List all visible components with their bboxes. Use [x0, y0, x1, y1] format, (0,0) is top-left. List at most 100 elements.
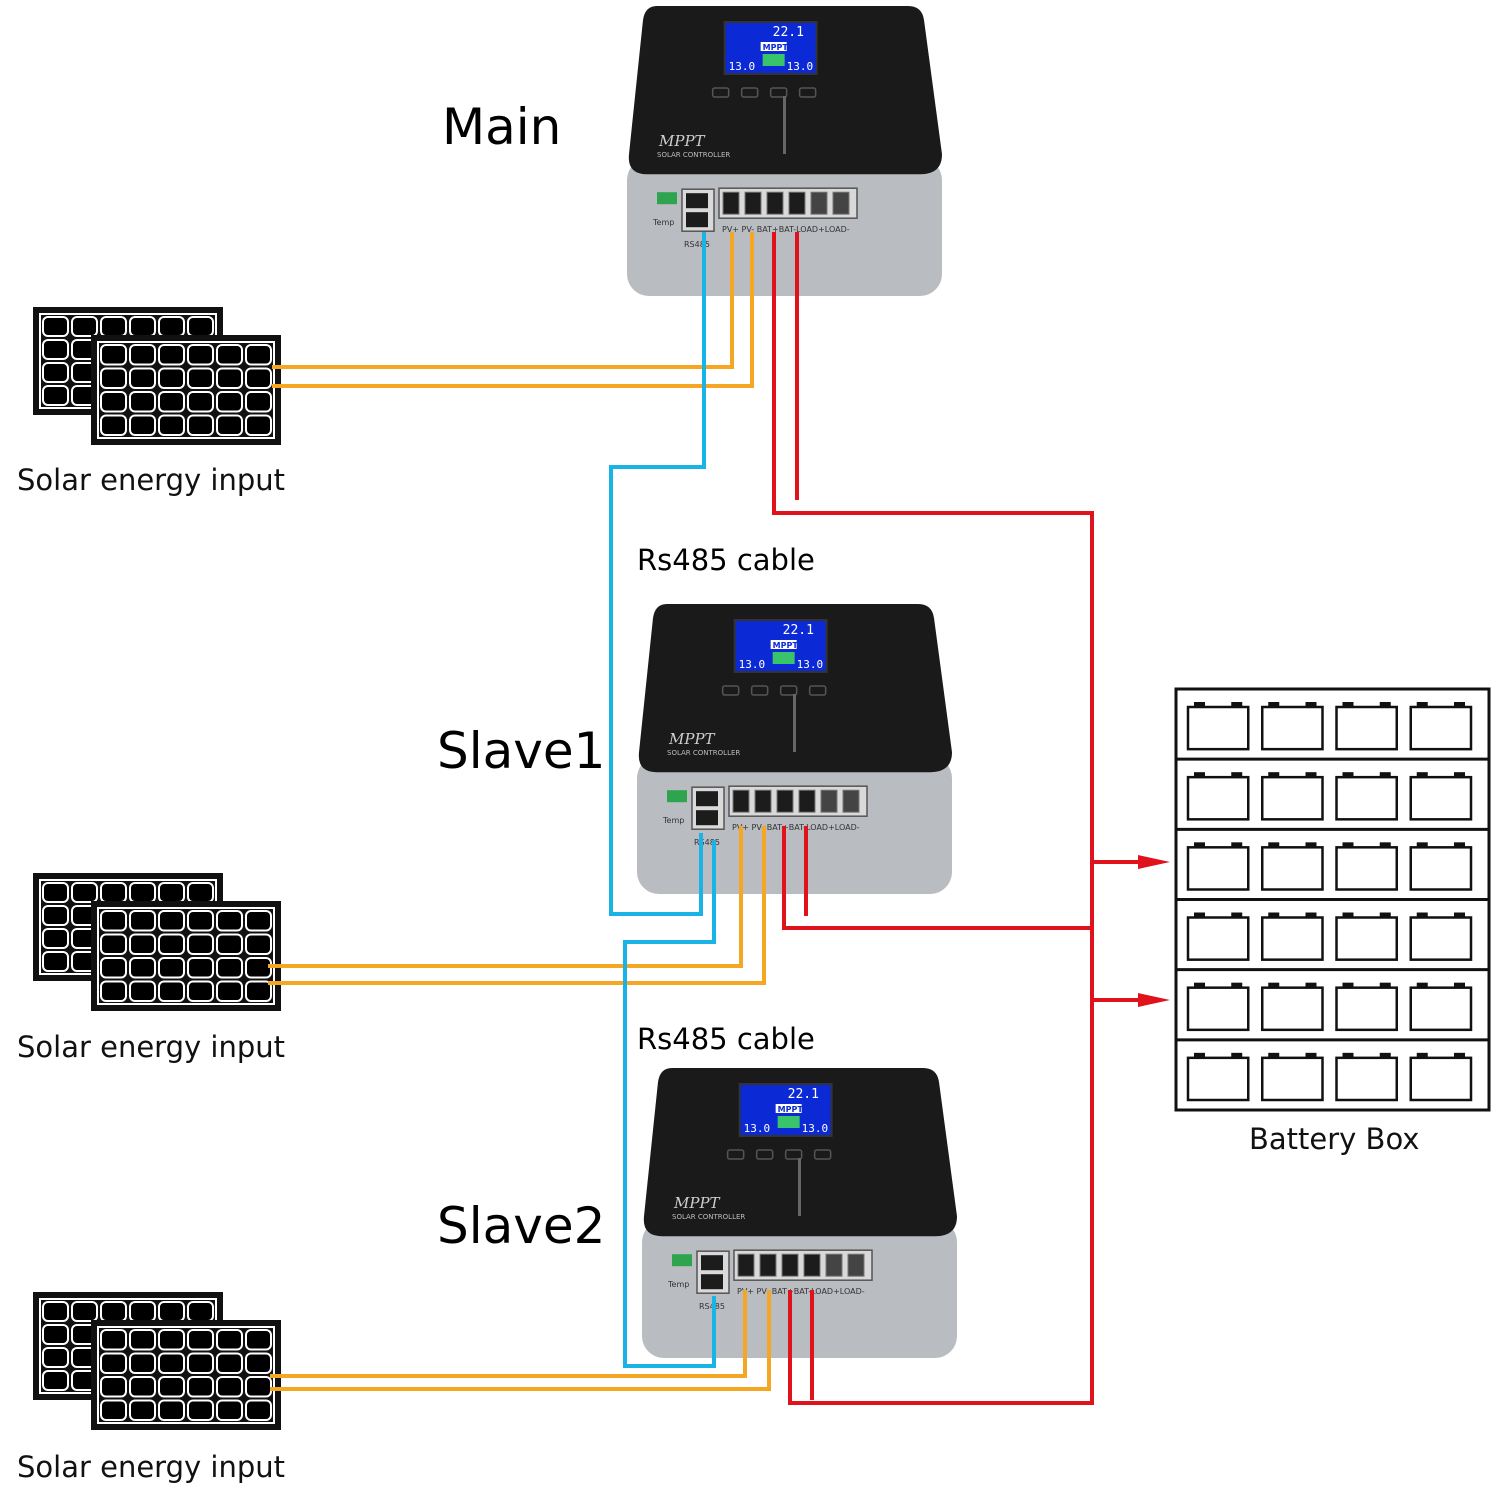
panel-cell [100, 1329, 127, 1351]
battery-terminal-neg [1379, 842, 1391, 848]
panel-body [99, 343, 273, 437]
terminal-slot [842, 789, 860, 813]
terminal-slot [732, 789, 750, 813]
battery-case [1261, 846, 1324, 891]
terminal-slot [803, 1253, 821, 1277]
battery-box-label: Battery Box [1249, 1122, 1420, 1156]
terminal-slot [781, 1253, 799, 1277]
battery-case [1261, 705, 1324, 751]
lcd-battery-bar [777, 1116, 800, 1128]
panel-cell [158, 1329, 185, 1351]
panel-cell [100, 316, 127, 337]
front-button [711, 87, 730, 98]
panel-cell [129, 367, 156, 389]
panel-cell [129, 957, 156, 979]
rs485-jack-top [686, 193, 708, 209]
lcd-low-left: 13.0 [744, 1122, 771, 1135]
battery-cell [1186, 842, 1250, 891]
battery-terminal-neg [1231, 842, 1243, 848]
temp-label: Temp [667, 1280, 689, 1289]
brand-logo: MPPT [658, 132, 706, 150]
front-button [721, 685, 740, 696]
panel-cell [216, 980, 243, 1002]
battery-terminal-pos [1416, 702, 1428, 707]
battery-terminal-neg [1379, 772, 1391, 778]
lcd-low-right: 13.0 [797, 658, 824, 671]
panel-cell [129, 1399, 156, 1421]
terminal-labels: PV+ PV- BAT+BAT-LOAD+LOAD- [732, 823, 860, 832]
battery-cell [1409, 842, 1473, 891]
controller-top [628, 6, 942, 175]
lcd-mode: MPPT [763, 43, 789, 52]
battery-terminal-pos [1416, 912, 1428, 918]
lcd-low-left: 13.0 [739, 658, 766, 671]
panel-cell [71, 316, 98, 337]
battery-cell [1335, 842, 1398, 891]
panel-cell [187, 1301, 214, 1322]
panel-cell [158, 910, 185, 932]
panel-cell [245, 391, 272, 413]
terminal-slot [737, 1253, 755, 1277]
panel-cell [42, 928, 69, 949]
battery-terminal-pos [1416, 842, 1428, 848]
temp-label: Temp [662, 816, 684, 825]
battery-cell [1186, 982, 1250, 1032]
lcd-low-right: 13.0 [802, 1122, 829, 1135]
panel-cell [245, 1352, 272, 1374]
battery-cell [1186, 1052, 1250, 1102]
battery-cell [1409, 702, 1473, 751]
battery-terminal-pos [1342, 982, 1354, 988]
panel-cell [158, 933, 185, 955]
panel-cell [158, 1352, 185, 1374]
battery-terminal-pos [1268, 842, 1280, 848]
panel-cell [158, 414, 185, 436]
battery-cell [1186, 702, 1250, 751]
terminal-slot [722, 191, 740, 215]
battery-terminal-neg [1454, 772, 1465, 778]
panel-cell [129, 1376, 156, 1398]
panel-cell [100, 344, 127, 366]
panel-cell [158, 1301, 185, 1322]
battery-terminal-pos [1194, 912, 1205, 918]
battery-case [1335, 986, 1398, 1032]
battery-case [1186, 916, 1250, 961]
panel-cell [129, 933, 156, 955]
battery-terminal-neg [1231, 982, 1243, 988]
battery-cell [1261, 772, 1324, 821]
battery-terminal-neg [1231, 702, 1243, 707]
panel-cell [245, 1399, 272, 1421]
panel-cell [100, 414, 127, 436]
battery-case [1261, 986, 1324, 1032]
battery-terminal-neg [1454, 912, 1465, 918]
solar-caption-3: Solar energy input [17, 1450, 285, 1484]
brand-logo: MPPT [673, 1194, 721, 1212]
panel-cell [100, 933, 127, 955]
terminal-slot [847, 1253, 865, 1277]
panel-cell [129, 391, 156, 413]
bat-arrow-head-upper [1138, 855, 1170, 869]
terminal-labels: PV+ PV- BAT+BAT-LOAD+LOAD- [722, 225, 850, 234]
temp-label: Temp [652, 218, 674, 227]
rs485-jack-bottom [696, 810, 718, 826]
pv-wire-main-pos [272, 232, 734, 369]
battery-case [1409, 1056, 1473, 1102]
panel-cell [129, 910, 156, 932]
front-button [808, 685, 827, 696]
battery-case [1335, 775, 1398, 821]
battery-terminal-pos [1342, 1052, 1354, 1058]
battery-terminal-neg [1305, 842, 1317, 848]
battery-case [1261, 775, 1324, 821]
battery-cell [1335, 1052, 1398, 1102]
panel-cell [158, 1399, 185, 1421]
battery-terminal-pos [1342, 912, 1354, 918]
panel-cell [187, 910, 214, 932]
battery-cell [1186, 912, 1250, 961]
panel-cell [216, 1352, 243, 1374]
battery-terminal-pos [1416, 1052, 1428, 1058]
battery-cell [1186, 772, 1250, 821]
panel-cell [187, 1352, 214, 1374]
panel-body [99, 909, 273, 1003]
panel-cell [42, 1347, 69, 1368]
temp-connector [667, 790, 687, 803]
